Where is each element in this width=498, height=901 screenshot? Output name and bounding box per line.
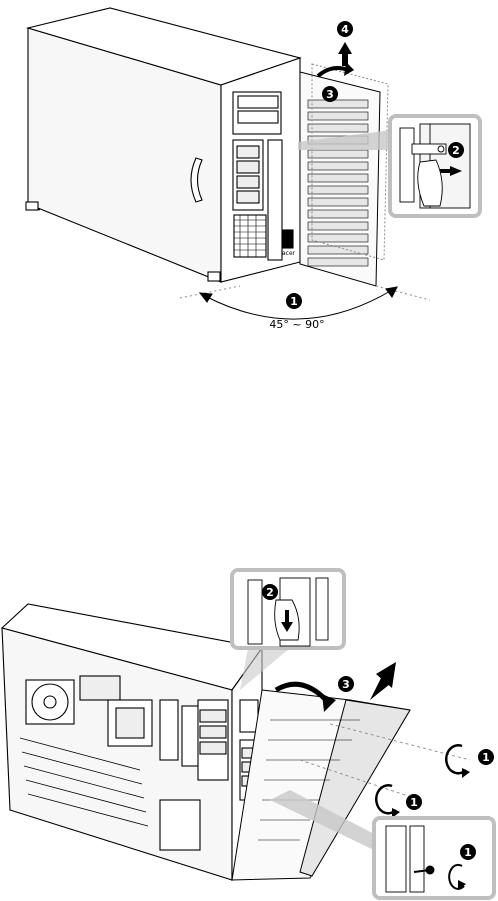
finger-icon xyxy=(418,160,443,206)
callout-top-3: 3 xyxy=(322,86,338,102)
server-tower-open xyxy=(2,604,262,880)
callout-bottom-2: 2 xyxy=(262,584,278,600)
top-figure: acer 1 45° ~ 90° 3 xyxy=(26,8,480,331)
detail-inset-top: 2 xyxy=(390,116,480,216)
callout-top-4: 4 xyxy=(337,21,353,37)
callout-bottom-1b: 1 xyxy=(406,794,422,810)
svg-text:1: 1 xyxy=(410,796,418,809)
svg-text:2: 2 xyxy=(452,144,460,157)
svg-text:2: 2 xyxy=(266,586,274,599)
svg-text:1: 1 xyxy=(464,846,472,859)
detail-inset-screw: 1 xyxy=(374,818,494,898)
angle-label: 45° ~ 90° xyxy=(269,318,324,331)
swing-arc-icon xyxy=(180,286,430,319)
callout-top-1: 1 xyxy=(286,293,302,309)
callout-bottom-3: 3 xyxy=(338,676,354,692)
bottom-figure: 1 1 3 xyxy=(2,570,494,898)
svg-text:1: 1 xyxy=(482,751,490,764)
svg-text:1: 1 xyxy=(290,295,298,308)
up-arrow-icon xyxy=(370,662,396,700)
door-logo: acer xyxy=(282,250,296,257)
detail-inset-latch: 2 xyxy=(232,570,344,648)
up-arrow-icon xyxy=(338,42,352,66)
callout-bottom-1a: 1 xyxy=(478,749,494,765)
svg-text:3: 3 xyxy=(342,678,350,691)
server-tower-closed xyxy=(26,8,300,282)
svg-text:3: 3 xyxy=(326,88,334,101)
callout-bottom-1c: 1 xyxy=(460,844,476,860)
svg-text:4: 4 xyxy=(341,23,349,36)
callout-top-2: 2 xyxy=(448,142,464,158)
